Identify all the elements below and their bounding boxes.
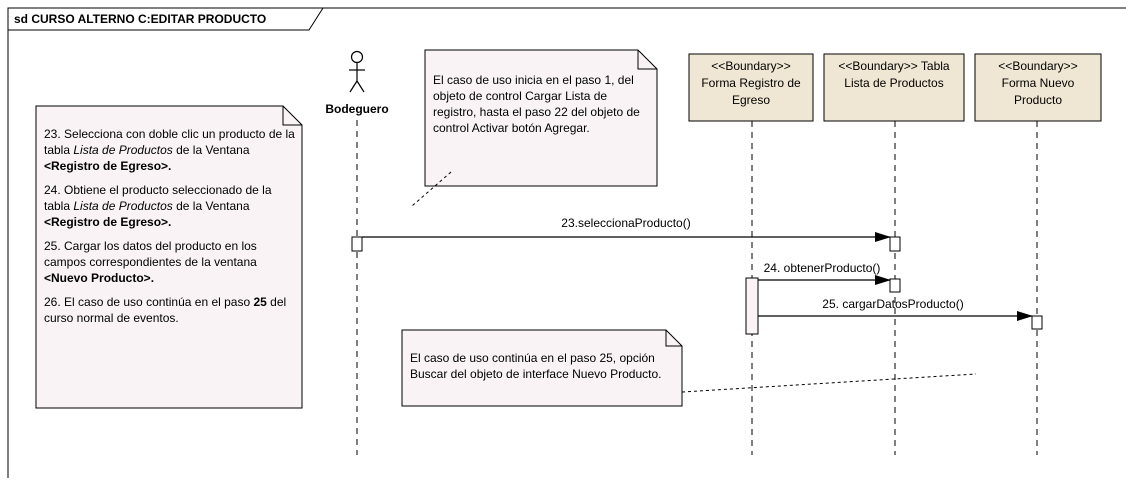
bottom-note xyxy=(401,329,683,407)
text-segment: 25. Cargar los datos del producto en los… xyxy=(44,239,257,269)
text-segment: <Registro de Egreso>. xyxy=(44,215,172,229)
frame-title: sd CURSO ALTERNO C:EDITAR PRODUCTO xyxy=(14,12,266,26)
actor-name: Bodeguero xyxy=(325,102,388,116)
stereotype-label: <<Boundary>> xyxy=(838,59,918,73)
lifeline-box-forma-nuevo-producto[interactable] xyxy=(974,53,1102,122)
activation-forma-nuevo xyxy=(1031,315,1043,330)
lifeline-label-tabla-lista-productos: <<Boundary>> Tabla Lista de Productos xyxy=(825,58,963,92)
bottom-note-text: El caso de uso continúa en el paso 25, o… xyxy=(410,351,662,381)
text-segment: 25 xyxy=(253,295,267,309)
note-step-26: 26. El caso de uso continúa en el paso 2… xyxy=(44,294,296,326)
top-note xyxy=(424,49,658,187)
activation-tabla-2 xyxy=(889,278,901,293)
lifeline-label-forma-registro-egreso: <<Boundary>> Forma Registro de Egreso xyxy=(690,58,812,109)
text-segment: <Nuevo Producto>. xyxy=(44,271,155,285)
stereotype-label: <<Boundary>> xyxy=(998,59,1078,73)
actor-figure-icon xyxy=(349,50,365,93)
text-segment: Lista de Productos xyxy=(73,143,173,157)
lifeline-name: Tabla Lista de Productos xyxy=(844,59,950,90)
text-segment: 23. Selecciona con doble clic un product… xyxy=(44,127,295,157)
top-note-text: El caso de uso inicia en el paso 1, del … xyxy=(433,73,640,135)
activation-bodeguero xyxy=(351,236,363,252)
left-note-text: 23. Selecciona con doble clic un product… xyxy=(44,126,296,334)
text-segment: Lista de Productos xyxy=(73,199,173,213)
message-label-25: 25. cargarDatosProducto() xyxy=(822,297,963,311)
lifeline-box-tabla-lista-productos[interactable] xyxy=(823,53,965,122)
note-step-23: 23. Selecciona con doble clic un product… xyxy=(44,126,296,174)
lifeline-label-forma-nuevo-producto: <<Boundary>> Forma Nuevo Producto xyxy=(976,58,1100,109)
lifeline-name: Forma Registro de Egreso xyxy=(701,76,801,107)
frame-title-tab xyxy=(7,7,324,31)
text-segment: del curso normal de eventos. xyxy=(44,295,287,325)
diagram-frame: sd CURSO ALTERNO C:EDITAR PRODUCTO xyxy=(7,7,1126,478)
activation-tabla-1 xyxy=(889,236,901,252)
text-segment: 24. Obtiene el producto seleccionado de … xyxy=(44,183,272,213)
note-step-24: 24. Obtiene el producto seleccionado de … xyxy=(44,182,296,230)
note-step-25: 25. Cargar los datos del producto en los… xyxy=(44,238,296,286)
stereotype-label: <<Boundary>> xyxy=(711,59,791,73)
message-label-24: 24. obtenerProducto() xyxy=(764,261,881,275)
text-segment: 26. El caso de uso continúa en el paso xyxy=(44,295,254,309)
left-note xyxy=(35,105,303,409)
text-segment: de la Ventana xyxy=(172,143,250,157)
lifeline-box-forma-registro-egreso[interactable] xyxy=(688,53,814,122)
text-segment: <Registro de Egreso>. xyxy=(44,159,172,173)
lifeline-name: Forma Nuevo Producto xyxy=(1001,76,1075,107)
message-label-23: 23.seleccionaProducto() xyxy=(561,216,690,230)
top-note-connector xyxy=(411,171,452,207)
bottom-note-connector xyxy=(681,373,977,393)
activation-forma-registro xyxy=(745,277,759,335)
text-segment: de la Ventana xyxy=(172,199,250,213)
